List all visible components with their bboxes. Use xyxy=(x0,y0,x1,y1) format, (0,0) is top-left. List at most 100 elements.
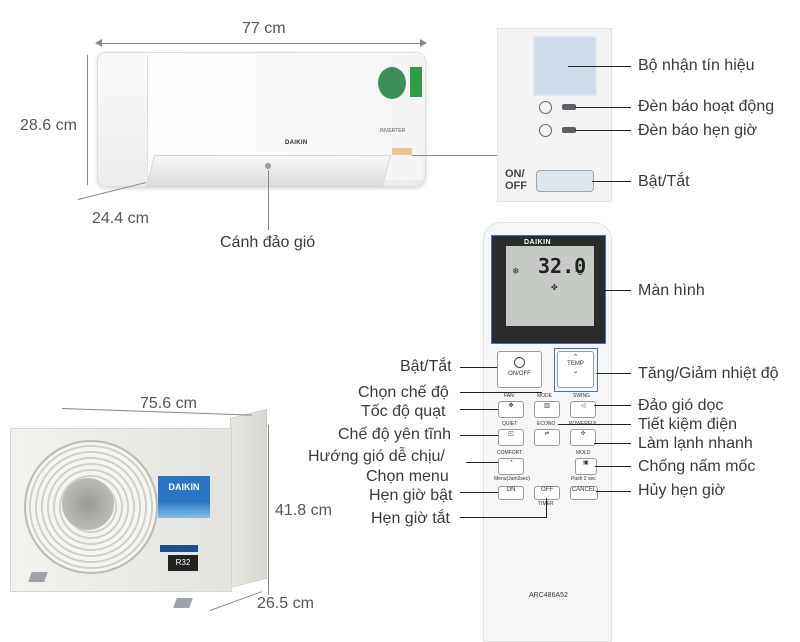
screen-label: Màn hình xyxy=(638,282,705,299)
comfort-label-1: Hướng gió dễ chịu/ xyxy=(308,448,445,465)
comfort-label-2: Chọn menu xyxy=(366,468,449,485)
mode-label: Chọn chế độ xyxy=(358,384,449,401)
outdoor-depth-label: 26.5 cm xyxy=(257,595,314,612)
mode-text: MODE xyxy=(537,393,552,399)
leader-quiet xyxy=(460,435,498,436)
remote-econo-button[interactable]: ⇌ xyxy=(534,429,560,446)
econo-icon: ⇌ xyxy=(544,431,550,437)
refrigerant-badge: R32 xyxy=(168,555,198,571)
energy-badge-icon xyxy=(378,67,406,99)
remote-onoff-button[interactable]: ON/OFF xyxy=(497,351,542,388)
onoff-text: ON/OFF xyxy=(508,371,531,377)
panel-onoff-button[interactable] xyxy=(536,170,594,192)
remote-temp-button[interactable]: ⌃ TEMP ⌄ xyxy=(557,351,594,388)
econo-text: ECONO xyxy=(537,421,556,427)
outdoor-brand: DAIKIN xyxy=(168,482,200,492)
remote-timer-off-button[interactable]: OFF xyxy=(534,486,560,500)
mode-icon: ▥ xyxy=(544,403,550,409)
leader-temp xyxy=(596,373,631,374)
power-label: Bật/Tắt xyxy=(400,358,452,375)
leader-swing xyxy=(594,405,631,406)
leader-powerful xyxy=(594,443,631,444)
arrow-right-icon xyxy=(420,39,427,47)
outdoor-brand-plate: DAIKIN xyxy=(158,476,210,518)
indoor-height-line xyxy=(87,55,88,185)
chevron-down-icon: ⌄ xyxy=(572,368,579,375)
quiet-icon: ◰ xyxy=(508,431,514,437)
cancel-text: CANCEL xyxy=(571,487,597,493)
remote-mode-button[interactable]: ▥ xyxy=(534,401,560,418)
remote-temperature: 32.0 xyxy=(538,254,587,278)
quiet-text: QUIET xyxy=(502,421,518,427)
fan-speed-label: Tốc độ quạt xyxy=(361,403,446,420)
power-icon xyxy=(514,357,525,368)
signal-receiver-label: Bộ nhận tín hiệu xyxy=(638,57,755,74)
leader-timer-off xyxy=(460,517,546,518)
powerful-icon: ✣ xyxy=(580,431,586,437)
indoor-depth-label: 24.4 cm xyxy=(92,210,149,227)
econo-label: Tiết kiệm điện xyxy=(638,416,737,433)
remote-mold-button[interactable]: ▣ xyxy=(575,458,597,475)
operation-lamp xyxy=(562,104,576,110)
flap-label: Cánh đảo gió xyxy=(220,234,316,251)
outdoor-fan-icon xyxy=(62,478,114,530)
remote-comfort-button[interactable]: ◔ xyxy=(498,458,524,475)
remote-timer-on-button[interactable]: ON xyxy=(498,486,524,500)
push2sec-text: Push 2 sec xyxy=(571,476,596,482)
flap-marker-icon xyxy=(265,163,271,169)
leader-screen xyxy=(604,290,631,291)
outdoor-height-line xyxy=(268,425,269,595)
outdoor-inverter-badge xyxy=(160,545,198,552)
leader-econo xyxy=(558,424,631,425)
remote-swing-button[interactable]: ◁ xyxy=(570,401,596,418)
swing-label: Đảo gió dọc xyxy=(638,397,724,414)
chevron-up-icon: ⌃ xyxy=(572,354,579,361)
timer-lamp-label: Đèn báo hẹn giờ xyxy=(638,122,758,139)
indoor-inverter-badge: INVERTER xyxy=(380,128,406,134)
indoor-width-line xyxy=(97,43,424,44)
powerful-label: Làm lạnh nhanh xyxy=(638,435,753,452)
swing-text: SWING xyxy=(573,393,590,399)
outdoor-unit-side xyxy=(230,408,267,588)
leader-timer-off-v xyxy=(546,498,547,518)
remote-cancel-button[interactable]: CANCEL xyxy=(570,486,598,500)
fan-text: FAN xyxy=(504,393,514,399)
outdoor-depth-line xyxy=(209,591,262,611)
leader-operation xyxy=(575,107,631,108)
flap-leader-line xyxy=(268,170,269,230)
clock-icon xyxy=(539,124,552,137)
panel-onoff-text: ON/ OFF xyxy=(505,168,527,192)
remote-fan-button[interactable]: ✤ xyxy=(498,401,524,418)
outdoor-height-label: 41.8 cm xyxy=(275,502,332,519)
indoor-width-label: 77 cm xyxy=(242,20,286,37)
on-text: ON xyxy=(506,487,516,493)
fan-icon: ✤ xyxy=(508,403,514,409)
swing-icon: ◁ xyxy=(580,403,586,409)
remote-quiet-button[interactable]: ◰ xyxy=(498,429,524,446)
remote-powerful-button[interactable]: ✣ xyxy=(570,429,596,446)
fan-display-icon: ✤ xyxy=(551,283,558,292)
leader-timer-on xyxy=(460,492,498,493)
leader-mode xyxy=(460,392,542,393)
quiet-label: Chế độ yên tĩnh xyxy=(338,426,451,443)
timer-off-label: Hẹn giờ tắt xyxy=(371,510,450,527)
indoor-brand: DAIKIN xyxy=(285,140,308,146)
leader-fan xyxy=(460,409,498,410)
leader-timer xyxy=(575,130,631,131)
outdoor-foot-right xyxy=(173,598,193,608)
timer-lamp xyxy=(562,127,576,133)
remote-brand: DAIKIN xyxy=(524,239,552,246)
snowflake-icon: ❄ xyxy=(512,266,520,276)
arrow-left-icon xyxy=(95,39,102,47)
temp-label: Tăng/Giảm nhiệt độ xyxy=(638,365,779,382)
panel-onoff-label: Bật/Tắt xyxy=(638,173,690,190)
leader-mold xyxy=(595,466,631,467)
indoor-receiver-window xyxy=(392,148,412,155)
timer-on-label: Hẹn giờ bật xyxy=(369,487,453,504)
remote-model: ARC486A52 xyxy=(529,592,568,599)
mold-text: MOLD xyxy=(576,450,591,456)
remote-temp-unit: °C xyxy=(575,270,583,277)
remote-screen xyxy=(506,246,594,326)
temp-highlight xyxy=(554,348,598,392)
off-text: OFF xyxy=(541,487,553,493)
